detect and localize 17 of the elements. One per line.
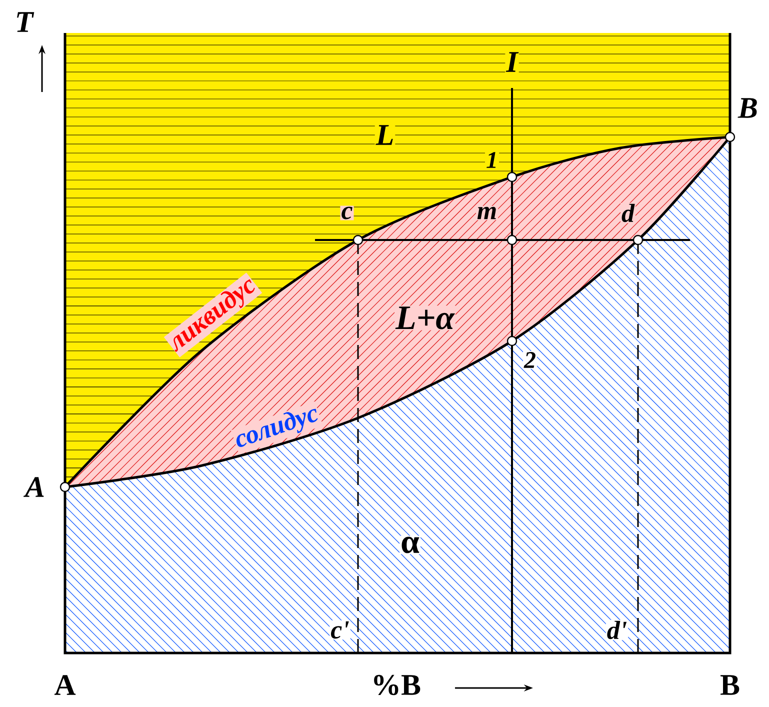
point-label: A	[23, 477, 44, 497]
axis-label: A	[54, 675, 76, 695]
curve-label: солидус	[230, 401, 324, 455]
point-label: d'	[606, 620, 628, 640]
point-label: 2	[523, 351, 537, 369]
point-label: 1	[485, 151, 499, 169]
line-label: I	[505, 51, 519, 73]
point-label: c'	[330, 620, 350, 640]
point-label: B	[738, 98, 757, 118]
axis-label: B	[720, 675, 740, 695]
region-label: L+α	[394, 306, 456, 330]
point-label: d	[620, 202, 636, 224]
point-label: c	[340, 206, 354, 220]
axis-label: %B	[374, 674, 420, 696]
region-label: α	[400, 536, 420, 554]
axis-label: T	[17, 12, 34, 32]
region-label: L	[374, 124, 396, 146]
